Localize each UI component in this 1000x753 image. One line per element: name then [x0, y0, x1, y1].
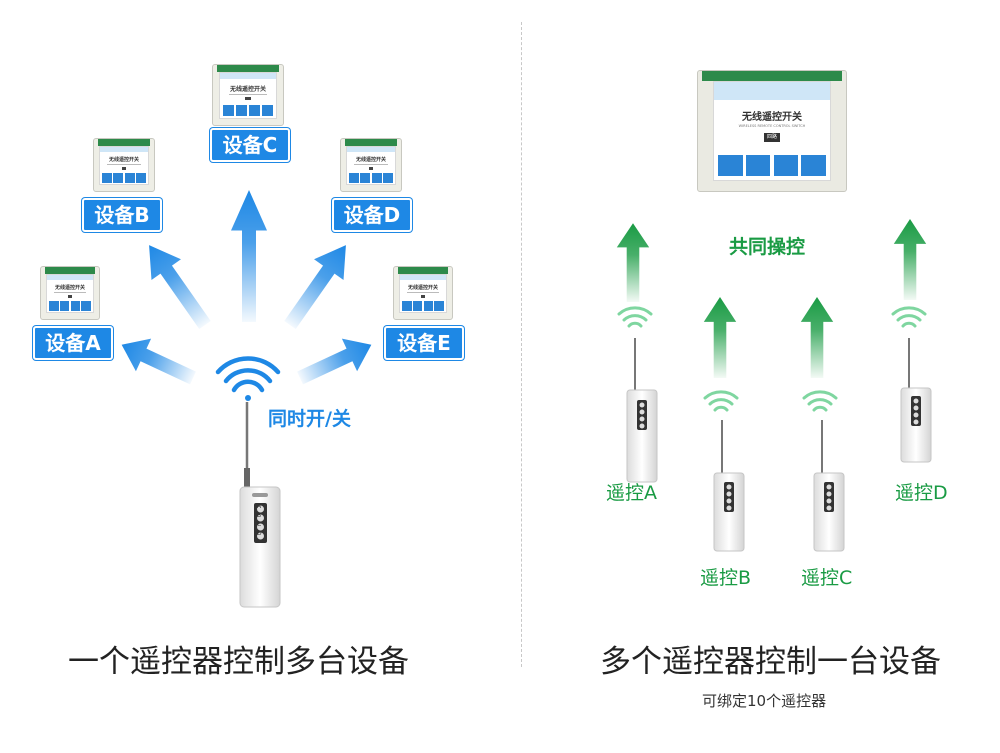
wifi-icon-remote-a: [617, 306, 653, 328]
remote-label-b: 遥控B: [700, 567, 752, 589]
remote-control-large: [239, 402, 281, 608]
arrow-to-device-d: [275, 234, 361, 336]
arrow-remote-c: [800, 297, 834, 378]
module-name: 无线遥控开关: [229, 85, 266, 93]
remote-button-d-label: D: [257, 530, 262, 537]
arrow-to-device-b: [134, 234, 220, 336]
remote-button-b-label: B: [257, 512, 262, 519]
arrow-remote-a: [616, 223, 650, 302]
remote-control-d: [900, 338, 932, 463]
wifi-icon-remote-d: [891, 306, 927, 328]
arrow-to-device-e: [292, 328, 379, 395]
relay-module-a: 无线遥控开关: [40, 266, 100, 320]
module-name-large: 无线遥控开关: [742, 112, 802, 124]
left-title: 一个遥控器控制多台设备: [68, 644, 409, 680]
device-label-b: 设备B: [82, 198, 162, 232]
relay-module-c: 无线遥控开关: [212, 64, 284, 126]
module-name: 无线遥控开关: [108, 156, 139, 163]
remote-control-a: [626, 338, 658, 483]
wifi-signal-icon: [215, 356, 281, 401]
device-label-a: 设备A: [33, 326, 113, 360]
relay-module-e: 无线遥控开关: [393, 266, 453, 320]
arrow-remote-b: [703, 297, 737, 378]
device-label-c: 设备C: [210, 128, 290, 162]
remote-label-d: 遥控D: [895, 482, 948, 504]
right-title: 多个遥控器控制一台设备: [600, 644, 941, 680]
module-badge: 四路: [763, 132, 781, 142]
module-subtitle: WIRELESS REMOTE CONTROL SWITCH: [738, 124, 806, 129]
arrow-to-device-c: [231, 190, 267, 322]
relay-module-large: 无线遥控开关 WIRELESS REMOTE CONTROL SWITCH 四路: [697, 70, 847, 192]
module-name: 无线遥控开关: [355, 156, 386, 163]
right-subtitle: 可绑定10个遥控器: [702, 692, 827, 710]
relay-module-d: 无线遥控开关: [340, 138, 402, 192]
arrow-remote-d: [893, 219, 927, 300]
wifi-icon-remote-c: [802, 390, 838, 412]
relay-module-b: 无线遥控开关: [93, 138, 155, 192]
remote-control-b: [713, 420, 745, 552]
remote-button-c-label: C: [257, 521, 262, 528]
center-text: 共同操控: [729, 236, 806, 258]
wifi-icon-remote-b: [703, 390, 739, 412]
device-label-d: 设备D: [332, 198, 412, 232]
remote-control-c: [813, 420, 845, 552]
remote-label-a: 遥控A: [606, 482, 657, 504]
panel-divider: [521, 22, 522, 667]
remote-label-c: 遥控C: [801, 567, 853, 589]
module-name: 无线遥控开关: [407, 284, 438, 291]
arrow-to-device-a: [114, 328, 201, 395]
device-label-e: 设备E: [384, 326, 464, 360]
module-name: 无线遥控开关: [54, 284, 85, 291]
remote-button-a-label: A: [257, 503, 262, 510]
signal-text: 同时开/关: [268, 408, 351, 430]
